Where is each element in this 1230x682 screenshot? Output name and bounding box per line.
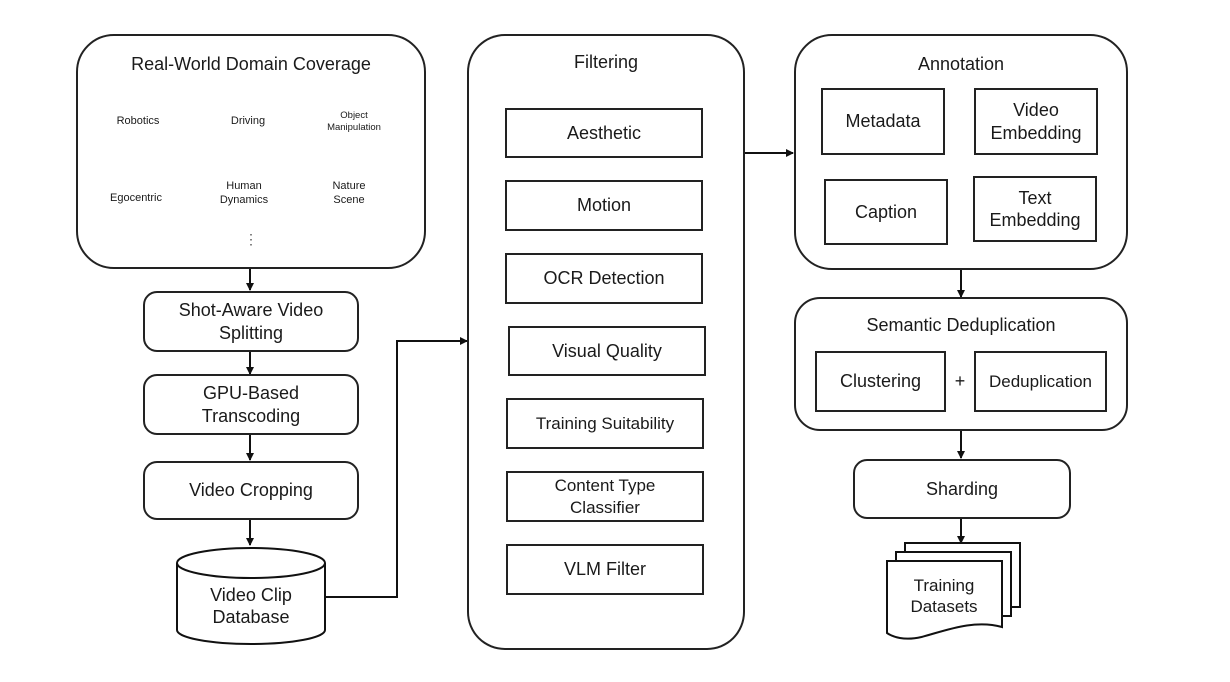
filter-vlm: VLM Filter [506,544,704,595]
domain-nature-scene: Nature Scene [332,180,366,206]
annotation-title: Annotation [917,54,1005,74]
filter-motion: Motion [505,180,703,231]
video-clip-database-label: Video Clip Database [210,584,292,628]
domain-robotics: Robotics [116,115,160,128]
filtering-title: Filtering [573,52,639,72]
filter-visual-quality: Visual Quality [508,326,706,376]
domain-object-manipulation: Object Manipulation [327,110,381,133]
domain-coverage-panel: Real-World Domain Coverage [76,34,426,269]
step-sharding: Sharding [853,459,1071,519]
annotation-video-embedding: Video Embedding [974,88,1098,155]
domain-driving: Driving [230,115,266,128]
filter-aesthetic: Aesthetic [505,108,703,158]
filter-ocr-detection: OCR Detection [505,253,703,304]
semantic-dedup-title: Semantic Deduplication [866,315,1056,335]
domain-human-dynamics: Human Dynamics [219,180,269,206]
filter-training-suitability: Training Suitability [506,398,704,449]
step-video-cropping: Video Cropping [143,461,359,520]
annotation-text-embedding: Text Embedding [973,176,1097,242]
filter-content-type-classifier: Content Type Classifier [506,471,704,522]
domain-coverage-title: Real-World Domain Coverage [131,54,371,74]
annotation-metadata: Metadata [821,88,945,155]
step-gpu-transcoding: GPU-Based Transcoding [143,374,359,435]
more-domains-ellipsis: ⋮ [244,231,258,247]
step-shot-aware-splitting: Shot-Aware Video Splitting [143,291,359,352]
dedup-deduplication: Deduplication [974,351,1107,412]
annotation-caption: Caption [824,179,948,245]
domain-egocentric: Egocentric [110,192,162,205]
dedup-plus-operator: + [954,370,966,391]
training-datasets-label: Training Datasets [910,575,978,616]
dedup-clustering: Clustering [815,351,946,412]
